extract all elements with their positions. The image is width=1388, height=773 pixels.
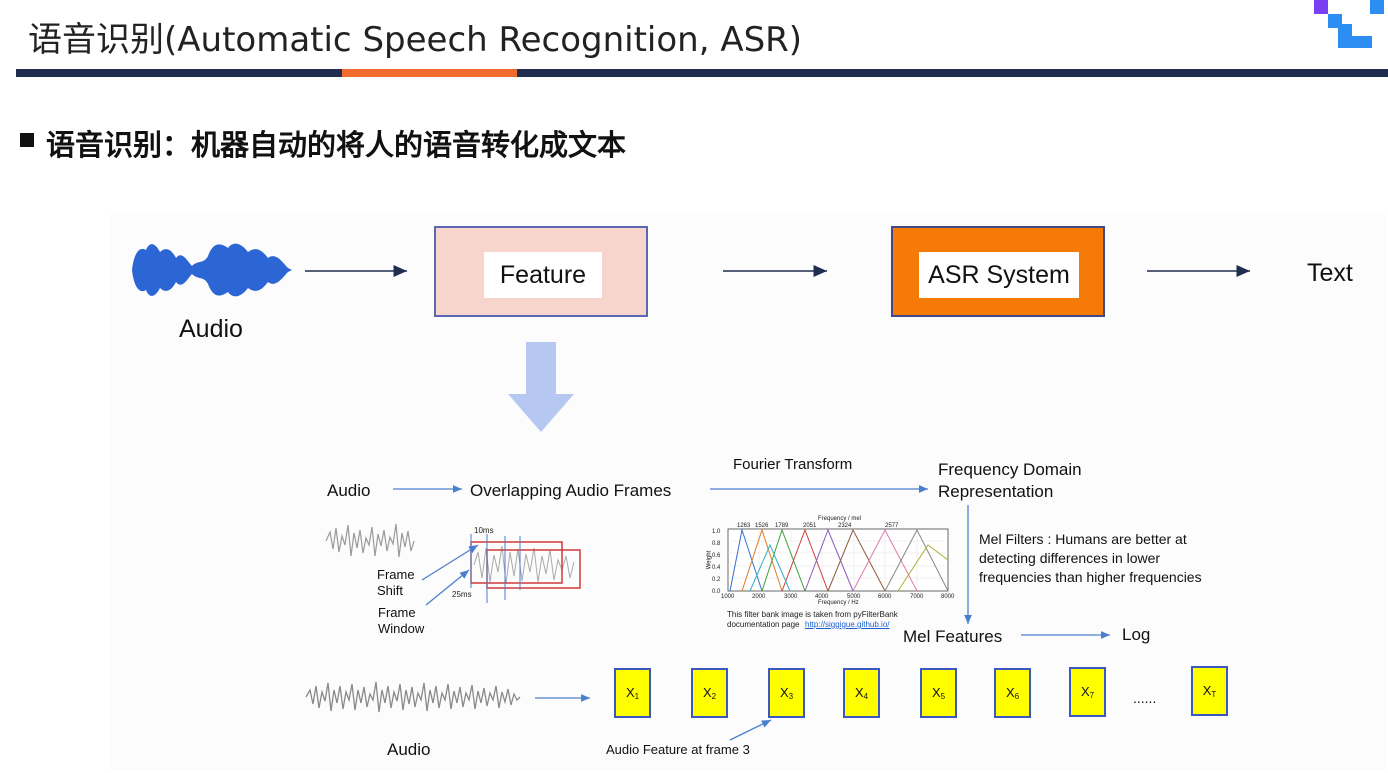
frame-window-line2: Window: [378, 621, 425, 636]
down-arrow-icon: [508, 342, 574, 432]
hz-tick: 3000: [784, 594, 798, 600]
y-tick: 0.4: [712, 565, 721, 571]
mel-note-line1: Mel Filters : Humans are better at: [979, 531, 1187, 547]
filterbank-caption-line2: documentation page: [727, 620, 800, 629]
hz-tick: 4000: [815, 594, 829, 600]
mel-tick: 1526: [755, 523, 769, 529]
frames-ellipsis: ......: [1133, 690, 1157, 706]
overlapping-frames-label: Overlapping Audio Frames: [470, 481, 672, 500]
frame-x7: X7: [1069, 667, 1106, 717]
filterbank-source-link[interactable]: http://siggigue.github.io/: [805, 620, 890, 629]
hz-tick: 1000: [721, 594, 735, 600]
mel-filterbank-chart: [727, 528, 949, 592]
mel-features-label: Mel Features: [903, 627, 1003, 646]
frame-shift-line1: Frame: [377, 567, 415, 582]
bullet-heading: 语音识别：机器自动的将人的语音转化成文本: [46, 128, 627, 162]
feature-box: Feature: [434, 226, 648, 317]
feature-label: Feature: [484, 252, 602, 298]
frame-shift-line2: Shift: [377, 583, 404, 598]
frame-x4: X4: [843, 668, 880, 718]
y-tick: 0.0: [712, 589, 721, 595]
frame-x6: X6: [994, 668, 1031, 718]
bullet-marker: [20, 133, 34, 147]
frame-window-line1: Frame: [378, 605, 416, 620]
hz-tick: 8000: [941, 594, 955, 600]
arrow-caption-frame3: [729, 719, 772, 741]
frame-xt: XT: [1191, 666, 1228, 716]
frame-x3: X3: [768, 668, 805, 718]
mel-tick: 2577: [885, 523, 899, 529]
mel-note-line2: detecting differences in lower: [979, 550, 1161, 566]
freq-domain-line1: Frequency Domain: [938, 460, 1082, 479]
frame-x1: X1: [614, 668, 651, 718]
small-waveform-icon: [325, 523, 415, 558]
fourier-transform-label: Fourier Transform: [733, 456, 853, 473]
y-tick: 0.8: [712, 541, 721, 547]
audio-waveform-icon: [132, 243, 292, 297]
slide-title: 语音识别(Automatic Speech Recognition, ASR): [28, 20, 803, 60]
header-rule-accent: [342, 69, 517, 77]
freq-domain-line2: Representation: [938, 482, 1054, 501]
header-rule: [16, 69, 1388, 77]
window-ms-label: 25ms: [452, 590, 472, 599]
shift-ms-label: 10ms: [474, 526, 494, 535]
y-tick: 0.2: [712, 577, 721, 583]
y-tick: 1.0: [712, 529, 721, 535]
bottom-audio-label: Audio: [387, 740, 431, 759]
hz-tick: 2000: [752, 594, 766, 600]
frame-feature-caption: Audio Feature at frame 3: [606, 742, 750, 757]
mel-tick: 1789: [775, 523, 789, 529]
mel-tick: 2051: [803, 523, 817, 529]
asr-system-box: ASR System: [891, 226, 1105, 317]
asr-system-label: ASR System: [919, 252, 1079, 298]
filterbank-title: Frequency / mel: [818, 516, 862, 522]
y-tick: 0.6: [712, 553, 721, 559]
pipeline-text-label: Text: [1307, 259, 1353, 287]
filterbank-ylabel: Weight: [706, 550, 713, 570]
frame-x2: X2: [691, 668, 728, 718]
bottom-waveform-icon: [305, 681, 521, 713]
frame-windows-graphic: [421, 534, 581, 606]
diagram-panel: [110, 212, 1386, 770]
log-label: Log: [1122, 625, 1151, 644]
mel-tick: 2324: [838, 523, 852, 529]
frame-x5: X5: [920, 668, 957, 718]
pipeline-audio-label: Audio: [179, 315, 243, 343]
hz-tick: 7000: [910, 594, 924, 600]
filterbank-caption-line1: This filter bank image is taken from pyF…: [727, 610, 898, 619]
mel-note-line3: frequencies than higher frequencies: [979, 569, 1202, 585]
mel-tick: 1263: [737, 523, 751, 529]
hz-tick: 5000: [847, 594, 861, 600]
detail-audio-label: Audio: [327, 481, 371, 500]
hz-tick: 6000: [878, 594, 892, 600]
brand-logo-icon: [1314, 0, 1384, 48]
filterbank-xlabel: Frequency / Hz: [818, 600, 859, 606]
mel-filters-note: Mel Filters : Humans are better at detec…: [979, 530, 1202, 587]
